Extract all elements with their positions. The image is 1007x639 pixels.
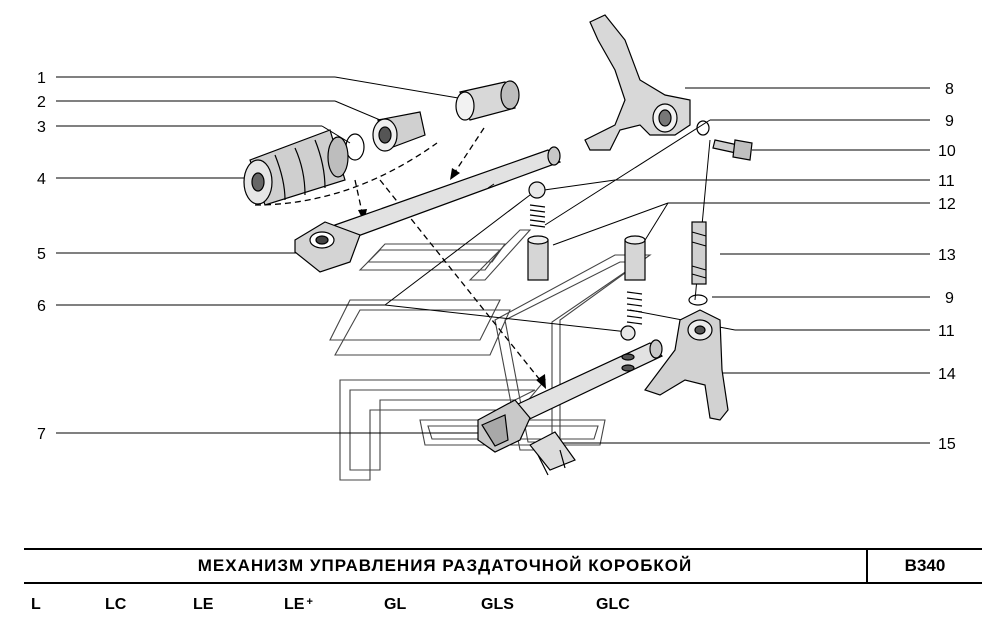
title-bar: МЕХАНИЗМ УПРАВЛЕНИЯ РАЗДАТОЧНОЙ КОРОБКОЙ… [24, 548, 982, 584]
trim-level-gl: GL [384, 596, 407, 613]
part-spring-lower [626, 291, 643, 325]
diagram-code: В340 [904, 556, 946, 575]
part-shaft-7 [477, 339, 663, 453]
callout-4: 4 [37, 171, 46, 188]
callout-12: 12 [938, 196, 956, 213]
callout-13: 13 [938, 247, 956, 264]
title-divider [866, 550, 868, 582]
part-sleeve-12a [527, 235, 549, 281]
callout-2: 2 [37, 94, 46, 111]
part-clip-15 [529, 431, 576, 476]
callout-3: 3 [37, 119, 46, 136]
callout-15: 15 [938, 436, 956, 453]
callout-9-lower: 9 [945, 290, 954, 307]
callout-9-upper: 9 [945, 113, 954, 130]
part-fork-14 [644, 309, 729, 421]
part-boot-4 [243, 129, 349, 206]
callout-8: 8 [945, 81, 954, 98]
trim-level-glc: GLC [596, 596, 630, 613]
callout-7: 7 [37, 426, 46, 443]
trim-level-row: L LC LE LE+ GL GLS GLC [0, 596, 1007, 624]
trim-level-lc: LC [105, 596, 127, 613]
callout-11-lower: 11 [938, 323, 955, 340]
part-spring-upper [529, 204, 546, 228]
callout-6: 6 [37, 298, 46, 315]
part-washer-9a [696, 120, 710, 136]
watermark-logo [329, 229, 652, 481]
trim-level-le: LE [193, 596, 214, 613]
diagram-title: МЕХАНИЗМ УПРАВЛЕНИЯ РАЗДАТОЧНОЙ КОРОБКОЙ [197, 556, 693, 575]
part-shaft-5 [294, 146, 562, 273]
callout-10: 10 [938, 143, 956, 160]
part-ring-3 [345, 133, 365, 161]
part-fork-8 [584, 14, 691, 151]
callout-5: 5 [37, 246, 46, 263]
part-bushing-1 [455, 80, 520, 121]
part-bolt-10 [712, 139, 753, 161]
leader-lines [56, 76, 930, 444]
callout-1: 1 [37, 70, 46, 87]
part-ball-11b [620, 325, 636, 341]
part-ball-11a [528, 181, 546, 199]
part-stud-13 [691, 221, 707, 285]
exploded-parts-diagram: 1 2 3 4 5 6 7 8 9 10 11 12 13 9 11 14 15 [37, 14, 956, 481]
trim-level-gls: GLS [481, 596, 514, 613]
part-bushing-2 [372, 111, 426, 152]
callout-numbers: 1 2 3 4 5 6 7 8 9 10 11 12 13 9 11 14 15 [37, 70, 956, 453]
callout-14: 14 [938, 366, 956, 383]
trim-level-l: L [31, 596, 41, 613]
part-washer-9b [688, 294, 708, 306]
trim-level-le-plus: LE+ [284, 596, 313, 613]
callout-11-upper: 11 [938, 173, 955, 190]
part-sleeve-12b [624, 235, 646, 281]
